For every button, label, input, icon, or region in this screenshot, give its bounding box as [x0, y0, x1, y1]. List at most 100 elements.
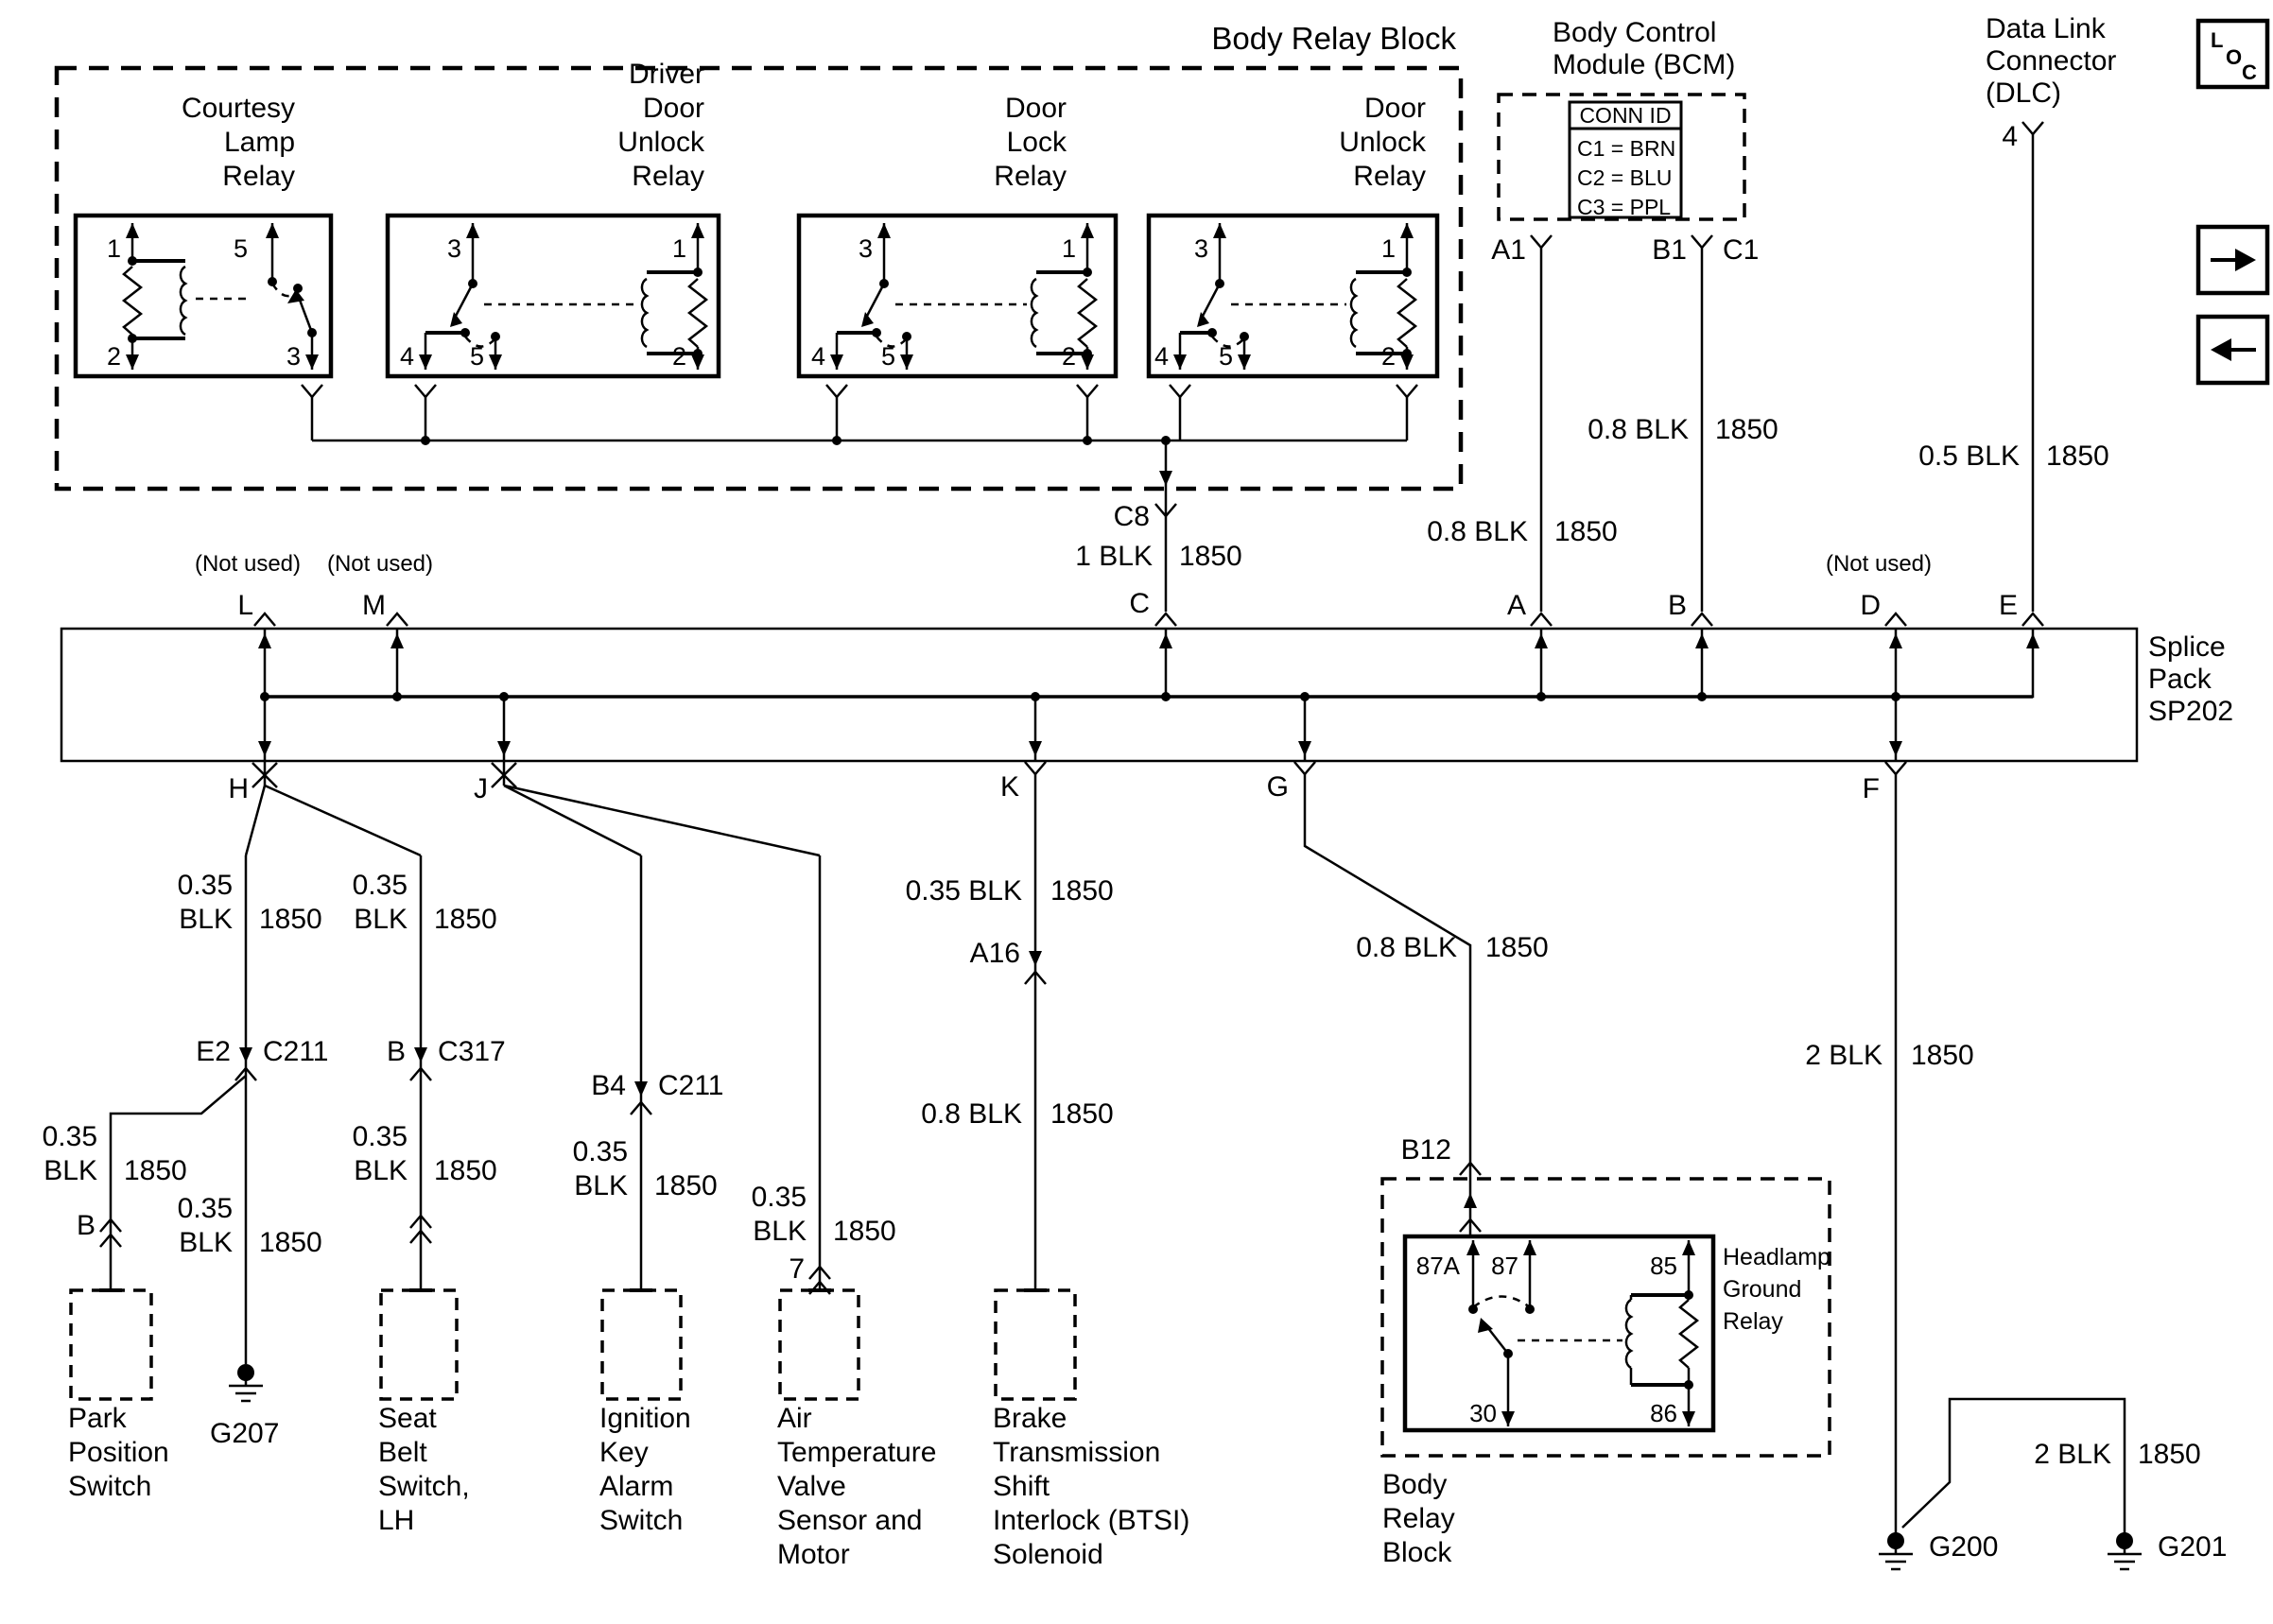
- relay-label: Lock: [1007, 127, 1067, 158]
- coil: [179, 265, 187, 337]
- coil: [1030, 277, 1038, 349]
- wire-label: 0.35: [353, 1121, 408, 1152]
- pin-label: 5: [234, 234, 248, 263]
- next-page-button[interactable]: [2195, 224, 2270, 296]
- body-relay-block-title: Body Relay Block: [1211, 21, 1456, 56]
- hgr-pin-30: 30: [1469, 1399, 1497, 1427]
- wire-label: 0.35: [353, 870, 408, 901]
- dlc-pin-4: 4: [2002, 121, 2018, 152]
- connector-b12: B12: [1401, 1134, 1451, 1166]
- pin-label: 1: [1062, 234, 1076, 263]
- component-label: Switch,: [378, 1471, 470, 1502]
- switch-arrow: [450, 312, 462, 327]
- wire-label: 0.8 BLK: [921, 1098, 1022, 1130]
- wire-label: BLK: [354, 1155, 408, 1186]
- relay-label: Relay: [222, 161, 295, 192]
- hgr-pin-86: 86: [1650, 1399, 1677, 1427]
- wire-label: 1850: [1050, 875, 1114, 907]
- not-used-label: (Not used): [195, 551, 301, 577]
- bcm-title: Body Control: [1553, 17, 1716, 48]
- component-label: Brake: [993, 1403, 1067, 1434]
- wire-label: BLK: [179, 904, 233, 935]
- ground-g200-label: G200: [1929, 1531, 1998, 1563]
- wire-label: 1850: [1050, 1098, 1114, 1130]
- pin-label: 5: [470, 342, 484, 371]
- terminal-M: M: [362, 590, 386, 621]
- bcm-conn-c1: C1: [1723, 234, 1759, 266]
- f-branch: 2 BLK 1850 2 BLK 1850 G200 G201: [1805, 774, 2227, 1571]
- connector-c8-label: C8: [1114, 501, 1150, 532]
- relay-box: [1146, 213, 1440, 379]
- wire-label: 2 BLK: [1805, 1040, 1883, 1071]
- relay-label: Door: [643, 93, 704, 124]
- loc-box: L O C: [2195, 18, 2270, 90]
- bcm: Body Control Module (BCM) CONN ID C1 = B…: [1491, 17, 1759, 266]
- relay-label: Door: [1364, 93, 1426, 124]
- j-branch: B4 C211 0.35 BLK 1850 0.35 BLK 1850 7: [502, 762, 896, 1296]
- wire-label: BLK: [753, 1216, 807, 1247]
- bcm-border: [1497, 93, 1746, 221]
- terminal-D: D: [1860, 590, 1881, 621]
- splice-pack-border: [60, 627, 2139, 763]
- connector-e2: E2: [196, 1036, 231, 1067]
- wire-label: BLK: [43, 1155, 97, 1186]
- conn-id-row: C1 = BRN: [1577, 136, 1675, 161]
- wire-label: BLK: [354, 904, 408, 935]
- wire-label: 1850: [833, 1216, 896, 1247]
- courtesy-lamp-relay: Courtesy Lamp Relay 1 5 2 3: [73, 93, 334, 379]
- pin-label: 2: [1381, 342, 1396, 371]
- dlc-title: (DLC): [1986, 78, 2061, 109]
- terminal-B: B: [1668, 590, 1687, 621]
- hgr-pin-87a: 87A: [1416, 1252, 1461, 1280]
- loc-letter-l: L: [2211, 28, 2223, 52]
- splice-pack-label: Splice: [2148, 631, 2226, 663]
- component-label: Alarm: [599, 1471, 673, 1502]
- not-used-label: (Not used): [1826, 551, 1932, 577]
- hgr-pin-85: 85: [1650, 1252, 1677, 1280]
- component-label: Ignition: [599, 1403, 691, 1434]
- door-lock-relay: Door Lock Relay 3 1 4 5 2: [796, 93, 1119, 379]
- prev-page-button[interactable]: [2195, 314, 2270, 386]
- coil: [1349, 277, 1358, 349]
- wire-park: [109, 1075, 247, 1290]
- pin-label: 4: [400, 342, 414, 371]
- relay-label: Door: [1005, 93, 1067, 124]
- not-used-label: (Not used): [327, 551, 433, 577]
- conn-id-row: C3 = PPL: [1577, 195, 1671, 219]
- relay-box: [796, 213, 1119, 379]
- body-relay-block-2-label: Block: [1382, 1537, 1452, 1568]
- wire-label: 0.35: [178, 870, 233, 901]
- terminal-J: J: [474, 773, 488, 804]
- bcm-title: Module (BCM): [1553, 49, 1735, 80]
- wire-label: 1850: [124, 1155, 187, 1186]
- pin-label: 2: [1062, 342, 1076, 371]
- bcm-pin-a1: A1: [1491, 234, 1526, 266]
- component-label: Sensor and: [777, 1505, 922, 1536]
- component-label: LH: [378, 1505, 414, 1536]
- pin-label: 1: [672, 234, 686, 263]
- body-relay-block-2-border: [1380, 1177, 1831, 1458]
- hgr-label: Ground: [1723, 1276, 1801, 1303]
- pin-label: 4: [811, 342, 825, 371]
- pin-label: 3: [447, 234, 461, 263]
- relay-label: Unlock: [1339, 127, 1427, 158]
- resistor: [1397, 277, 1417, 349]
- wire-label: 1850: [259, 904, 322, 935]
- wire-dlc-circuit: 1850: [2046, 441, 2109, 472]
- hgr-label: Headlamp: [1723, 1244, 1831, 1270]
- relay-label: Courtesy: [182, 93, 295, 124]
- pin-label: 3: [1194, 234, 1208, 263]
- left-arrow-icon: [2211, 338, 2231, 361]
- driver-door-unlock-relay: Driver Door Unlock Relay 3 1 4 5 2: [385, 59, 721, 379]
- k-branch: 0.35 BLK 1850 A16 0.8 BLK 1850: [906, 774, 1114, 1290]
- park-pin-b: B: [77, 1210, 95, 1241]
- component-label: Shift: [993, 1471, 1050, 1502]
- h-branch: 0.35 BLK 1850 0.35 BLK 1850 E2 C211 B C3…: [43, 762, 506, 1449]
- component-label: Valve: [777, 1471, 846, 1502]
- wire-label: 1850: [434, 904, 497, 935]
- connector-c211: C211: [263, 1036, 329, 1067]
- ground-symbol-g201: [2106, 1530, 2143, 1571]
- component-label: Solenoid: [993, 1539, 1103, 1570]
- dlc-title: Data Link: [1986, 13, 2107, 44]
